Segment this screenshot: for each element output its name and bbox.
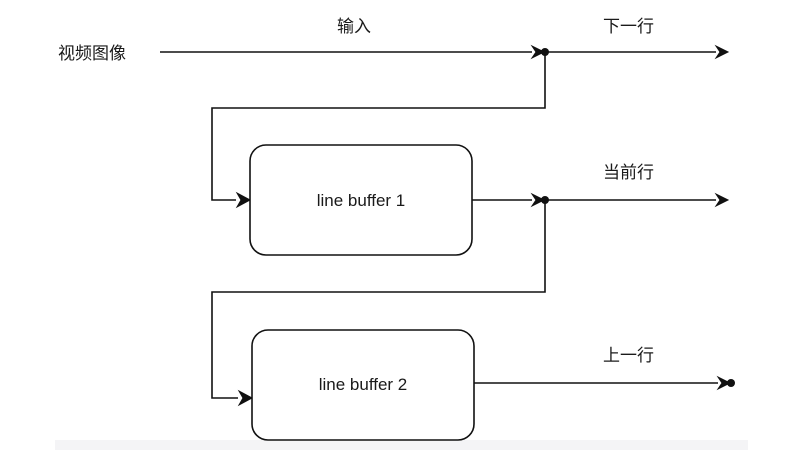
line-buffer-1-label: line buffer 1 <box>317 191 406 210</box>
line-buffer-2-box: line buffer 2 <box>251 329 475 441</box>
next-row-label: 下一行 <box>603 17 654 37</box>
previous-row-end-dot <box>727 379 735 387</box>
buffer-1-output-arrowhead <box>530 192 546 208</box>
feed-wire-buffer-1 <box>211 52 546 201</box>
feed-arrowhead-buffer-1 <box>235 191 252 209</box>
current-row-arrowhead <box>714 192 730 208</box>
input-label: 输入 <box>337 17 371 37</box>
input-arrowhead <box>530 44 546 60</box>
feed-arrowhead-buffer-2 <box>237 389 254 407</box>
line-buffer-2-label: line buffer 2 <box>319 375 408 394</box>
previous-row-arrowhead <box>716 375 732 391</box>
next-row-arrowhead <box>714 44 730 60</box>
bottom-strip <box>55 440 748 450</box>
previous-row-label: 上一行 <box>603 346 654 366</box>
line-buffer-1-box: line buffer 1 <box>249 144 473 256</box>
video-input-label: 视频图像 <box>58 44 126 64</box>
current-row-label: 当前行 <box>603 163 654 183</box>
feed-wire-buffer-2 <box>211 200 546 399</box>
